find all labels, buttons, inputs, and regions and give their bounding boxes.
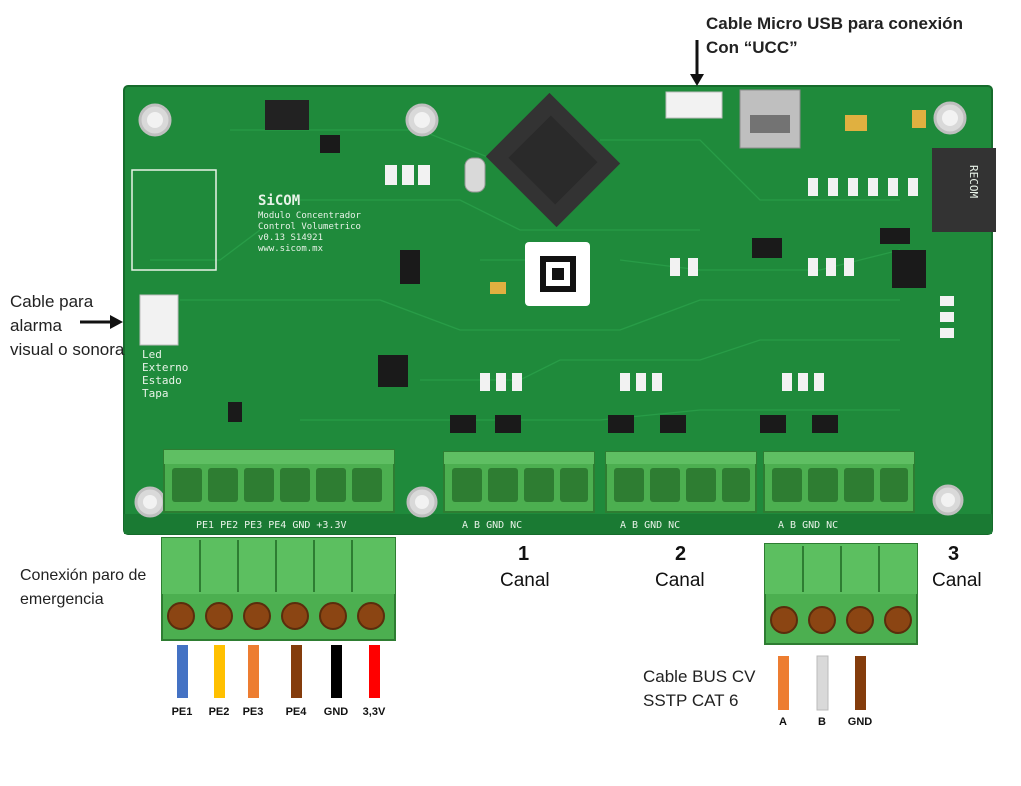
wire-b (816, 655, 829, 711)
alarm-line1: Cable para (10, 292, 94, 311)
terminal-block-j1 (163, 449, 395, 513)
channel-text: Canal (932, 570, 982, 591)
brand-silk: SiCOM (258, 193, 300, 209)
ch3-pin-silk: A B GND NC (778, 520, 838, 531)
terminal-block-ch1 (443, 451, 595, 513)
usb-cable-line2: Con “UCC” (706, 38, 798, 57)
silk-outline (131, 169, 217, 271)
screw-icon (167, 602, 385, 630)
wire-33v (369, 645, 380, 698)
channel-number: 3 (948, 543, 960, 565)
estop-annotation: Conexión paro de emergencia (20, 564, 146, 612)
crystal (464, 157, 486, 193)
channel-text: Canal (655, 570, 705, 591)
smd-components (228, 135, 926, 433)
alarm-connector (139, 294, 179, 346)
channel-3-label: 3 Canal (932, 543, 992, 592)
bus-wires (778, 655, 866, 711)
wire-gnd (331, 645, 342, 698)
bus-line1: Cable BUS CV (643, 667, 756, 686)
bus-line2: SSTP CAT 6 (643, 691, 739, 710)
led-silk-4: Tapa (142, 387, 169, 400)
estop-line1: Conexión paro de (20, 567, 147, 584)
yellow-capacitor (490, 282, 506, 294)
led-silk-2: Externo (142, 361, 188, 374)
screw-icon (770, 606, 912, 634)
terminal-block-ch2 (605, 451, 757, 513)
ch2-pin-silk: A B GND NC (620, 520, 680, 531)
channel-number: 2 (675, 543, 687, 565)
arrow-down-icon (690, 40, 704, 86)
j1-pin-silk: PE1 PE2 PE3 PE4 GND +3.3V (196, 520, 347, 531)
wire-label: GND (323, 706, 349, 718)
wire-a (778, 656, 789, 710)
terminal-block-ch3 (763, 451, 915, 513)
wire-label: PE4 (285, 706, 307, 718)
usb-cable-annotation: Cable Micro USB para conexión Con “UCC” (706, 12, 963, 60)
silkscreen-text: SiCOM Modulo Concentrador Control Volume… (142, 193, 838, 531)
qr-label (525, 242, 590, 306)
silk-line3: v0.13 S14921 (258, 233, 323, 243)
ch1-pin-silk: A B GND NC (462, 520, 522, 531)
estop-line2: emergencia (20, 591, 104, 608)
wire-label: PE1 (171, 706, 193, 718)
jp1-header (665, 91, 723, 119)
channel-text: Canal (500, 570, 550, 591)
wire-pe3 (248, 645, 259, 698)
channel-number: 1 (518, 543, 530, 565)
silk-line1: Modulo Concentrador (258, 211, 362, 221)
mounting-holes (134, 101, 967, 518)
led-silk-1: Led (142, 348, 162, 361)
wire-pe2 (214, 645, 225, 698)
wire-label: PE3 (242, 706, 264, 718)
wire-label: 3,3V (362, 706, 386, 718)
estop-wires (177, 645, 380, 698)
alarm-annotation: Cable para alarma visual o sonora (10, 290, 124, 362)
recom-module: RECOM (932, 148, 996, 232)
wire-gnd (855, 656, 866, 710)
wire-pe4 (291, 645, 302, 698)
jp2-header (265, 100, 309, 130)
channel-1-label: 1 Canal (500, 543, 560, 592)
alarm-line2: alarma (10, 316, 62, 335)
smd-passives (385, 165, 954, 391)
wire-label: B (818, 716, 826, 728)
estop-plug (161, 537, 396, 641)
bus-plug (764, 543, 918, 645)
wire-label: A (779, 716, 787, 728)
channel-2-label: 2 Canal (655, 543, 715, 592)
silk-line2: Control Volumetrico (258, 222, 361, 232)
microcontroller-chip (485, 92, 621, 228)
recom-label: RECOM (967, 165, 980, 198)
tantalum-capacitor (912, 110, 926, 128)
wire-label: GND (847, 716, 873, 728)
wire-label: PE2 (208, 706, 230, 718)
usb-connector (739, 89, 801, 149)
arrow-right-icon (80, 315, 123, 329)
silk-line4: www.sicom.mx (258, 244, 324, 254)
led-silk-3: Estado (142, 374, 182, 387)
bus-cable-annotation: Cable BUS CV SSTP CAT 6 (643, 665, 755, 713)
alarm-line3: visual o sonora (10, 340, 125, 359)
wire-pe1 (177, 645, 188, 698)
usb-cable-line1: Cable Micro USB para conexión (706, 14, 963, 33)
tantalum-capacitor (845, 115, 867, 131)
